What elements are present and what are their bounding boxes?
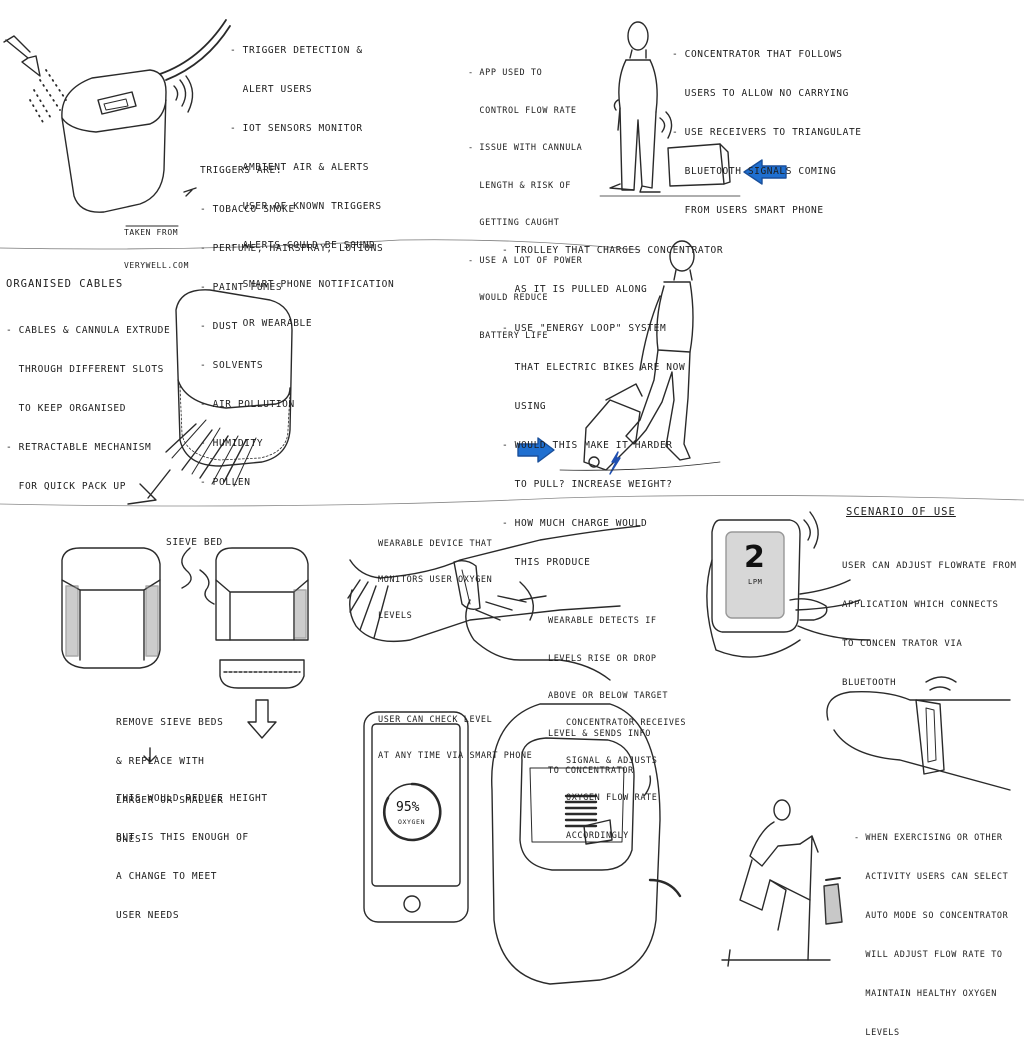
exercise-notes: - WHEN EXERCISING OR OTHER ACTIVITY USER… xyxy=(854,806,1008,1053)
cable-storage-title: ORGANISED CABLES xyxy=(6,278,123,291)
smartphone-check-notes: USER CAN CHECK LEVEL AT ANY TIME VIA SMA… xyxy=(378,690,532,774)
scenario-notes: USER CAN ADJUST FLOWRATE FROM APPLICATIO… xyxy=(842,534,1017,703)
following-right-notes: - CONCENTRATOR THAT FOLLOWS USERS TO ALL… xyxy=(672,22,862,230)
trolley-notes: - TROLLEY THAT CHARGES CONCENTRATOR AS I… xyxy=(502,218,723,582)
oxygen-label: OXYGEN xyxy=(398,818,425,826)
sieve-bed-label: SIEVE BED xyxy=(166,536,223,549)
phone-flow-value: 2 xyxy=(744,540,765,575)
triggers-heading: TRIGGERS ARE: xyxy=(200,164,383,177)
scenario-title: SCENARIO OF USE xyxy=(846,506,956,519)
phone-flow-unit: LPM xyxy=(748,578,762,587)
exercise-bike-sketch xyxy=(722,800,842,966)
image-credit: TAKEN FROM VERYWELL.COM xyxy=(124,205,189,282)
wearable-label: WEARABLE DEVICE THAT MONITORS USER OXYGE… xyxy=(378,514,492,634)
triggers-list: TRIGGERS ARE: - TOBACCO SMOKE - PERFUME,… xyxy=(200,138,383,502)
concentrator-receives-notes: CONCENTRATOR RECEIVES SIGNAL & ADJUSTS O… xyxy=(566,692,686,855)
cable-storage-notes: - CABLES & CANNULA EXTRUDE THROUGH DIFFE… xyxy=(6,298,170,506)
oxygen-value: 95% xyxy=(396,800,419,815)
iot-sensor-sketch xyxy=(4,20,230,226)
sieve-bed-question: THIS WOULD REDUCE HEIGHT BUT IS THIS ENO… xyxy=(116,766,268,935)
